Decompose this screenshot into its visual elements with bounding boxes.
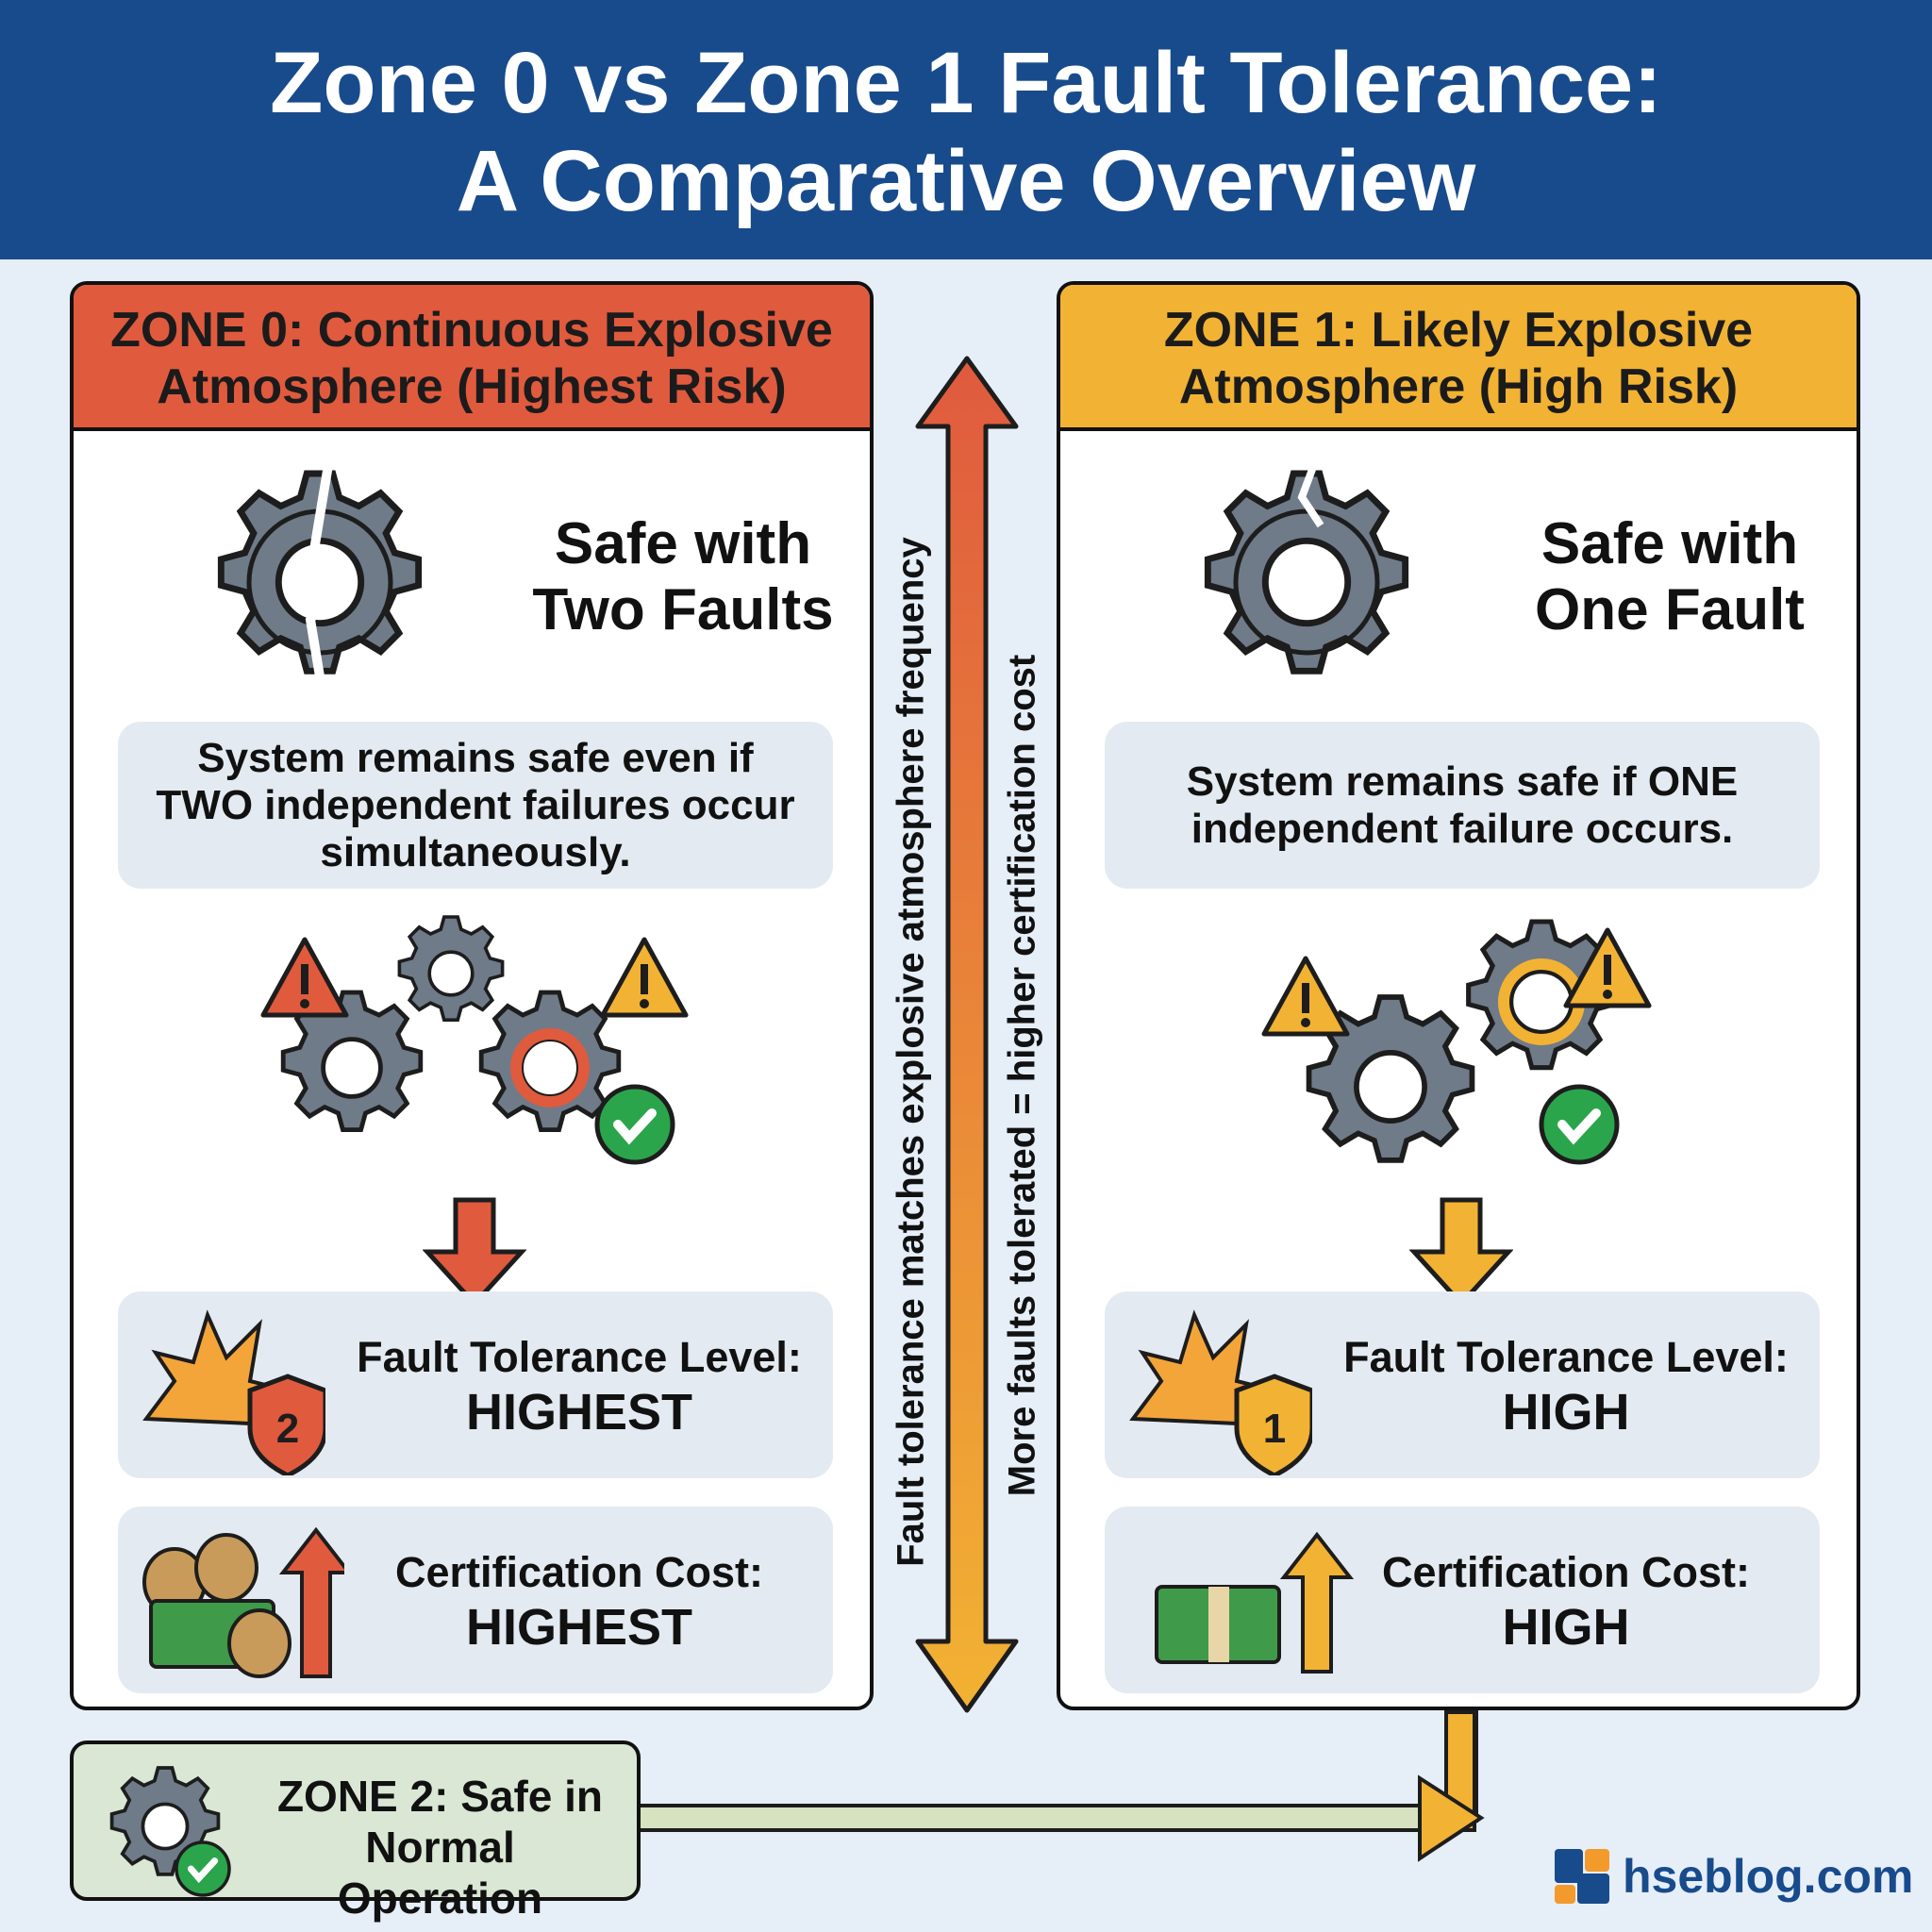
- zone2-connector-arrow: [637, 1710, 1485, 1862]
- cracked-gear-icon: [1179, 458, 1434, 709]
- zone1-cost-value: HIGH: [1502, 1599, 1630, 1656]
- zone1-description-text: System remains safe if ONE independent f…: [1186, 758, 1739, 852]
- title-line-1: Zone 0 vs Zone 1 Fault Tolerance:: [270, 35, 1662, 131]
- money-arrow-icon: [1155, 1531, 1355, 1674]
- gear-check-icon: [109, 1766, 236, 1897]
- logo-text: hseblog.com: [1623, 1850, 1914, 1903]
- zone2-text: ZONE 2: Safe in Normal Operation: [262, 1771, 618, 1924]
- down-arrow-icon: [1409, 1197, 1513, 1307]
- broken-gear-icon: [192, 458, 447, 706]
- zone0-fault-label-text: Fault Tolerance Level:: [357, 1333, 802, 1381]
- zone0-cost-box: Certification Cost: HIGHEST: [118, 1507, 833, 1693]
- zone1-fault-label-text: Fault Tolerance Level:: [1343, 1333, 1789, 1381]
- zone1-cost-box: Certification Cost: HIGH: [1105, 1507, 1820, 1693]
- zone0-safe-text: Safe with Two Faults: [504, 511, 862, 643]
- zone0-cost-label: Certification Cost: HIGHEST: [325, 1545, 833, 1655]
- zone1-panel: ZONE 1: Likely Explosive Atmosphere (Hig…: [1057, 281, 1860, 1710]
- zone1-badge: 1: [1263, 1406, 1286, 1452]
- zone1-fault-level-box: 1 Fault Tolerance Level: HIGH: [1105, 1291, 1820, 1478]
- zone1-fault-label: Fault Tolerance Level: HIGH: [1312, 1330, 1820, 1440]
- zone2-box: ZONE 2: Safe in Normal Operation: [70, 1740, 641, 1923]
- zone0-description-text: System remains safe even if TWO independ…: [156, 734, 795, 875]
- zone1-header: ZONE 1: Likely Explosive Atmosphere (Hig…: [1060, 285, 1857, 431]
- zone0-description: System remains safe even if TWO independ…: [118, 722, 833, 889]
- one-fault-gears-icon: [1258, 908, 1683, 1181]
- zone0-badge: 2: [276, 1406, 299, 1452]
- zone1-cost-label: Certification Cost: HIGH: [1312, 1545, 1820, 1655]
- explosion-shield-icon: 1: [1129, 1309, 1312, 1475]
- two-faults-gears-icon: [258, 915, 701, 1181]
- zone1-cost-label-text: Certification Cost:: [1381, 1548, 1750, 1596]
- explosion-shield-icon: 2: [142, 1309, 325, 1475]
- zone2-line2: Normal Operation: [337, 1823, 543, 1923]
- title-line-2: A Comparative Overview: [456, 133, 1476, 229]
- down-arrow-icon: [423, 1197, 526, 1307]
- zone0-title-line2: Atmosphere (Highest Risk): [157, 359, 787, 414]
- zone0-fault-value: HIGHEST: [465, 1384, 693, 1441]
- zone0-safe-line1: Safe with: [554, 511, 812, 576]
- zone1-fault-value: HIGH: [1502, 1384, 1630, 1441]
- zone1-safe-line2: One Fault: [1535, 577, 1805, 642]
- money-bags-arrow-icon: [142, 1526, 344, 1678]
- zone0-cost-label-text: Certification Cost:: [394, 1548, 763, 1596]
- hseblog-logo: hseblog.com: [1555, 1849, 1913, 1904]
- double-arrow-icon: [915, 356, 1019, 1713]
- zone1-title-line2: Atmosphere (High Risk): [1178, 359, 1739, 414]
- center-text-cost: More faults tolerated = higher certifica…: [1001, 654, 1043, 1497]
- zone1-safe-text: Safe with One Fault: [1491, 511, 1849, 643]
- zone0-cost-value: HIGHEST: [465, 1599, 693, 1656]
- center-text-frequency: Fault tolerance matches explosive atmosp…: [890, 537, 932, 1567]
- zone0-fault-level-box: 2 Fault Tolerance Level: HIGHEST: [118, 1291, 833, 1478]
- zone1-title-line1: ZONE 1: Likely Explosive: [1163, 303, 1754, 358]
- zone1-description: System remains safe if ONE independent f…: [1105, 722, 1820, 889]
- zone0-fault-label: Fault Tolerance Level: HIGHEST: [325, 1330, 833, 1440]
- zone0-safe-line2: Two Faults: [532, 577, 834, 642]
- zone0-title-line1: ZONE 0: Continuous Explosive: [110, 303, 833, 358]
- zone0-header: ZONE 0: Continuous Explosive Atmosphere …: [74, 285, 870, 431]
- page-header: Zone 0 vs Zone 1 Fault Tolerance: A Comp…: [0, 0, 1932, 259]
- zone2-line1: ZONE 2: Safe in: [276, 1772, 604, 1821]
- logo-icon: [1555, 1849, 1609, 1904]
- zone0-panel: ZONE 0: Continuous Explosive Atmosphere …: [70, 281, 874, 1710]
- zone1-safe-line1: Safe with: [1541, 511, 1799, 576]
